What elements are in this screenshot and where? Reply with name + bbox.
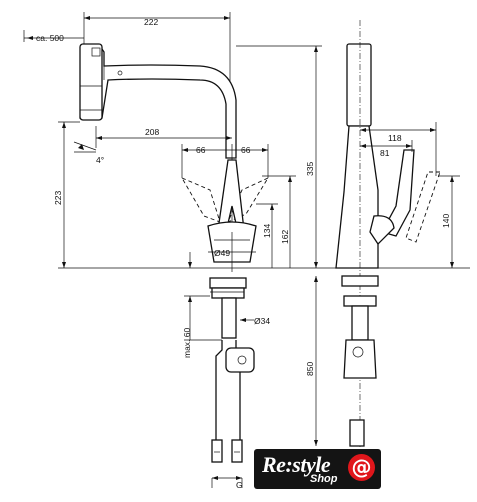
dim-d49: Ø49 (214, 248, 230, 258)
front-view: 222 ca. 500 208 4° 66 66 (23, 12, 470, 490)
logo-main-text: Re:style (262, 452, 331, 477)
dim-d34: Ø34 (254, 316, 270, 326)
dim-66-right: 66 (241, 145, 251, 155)
dim-850: 850 (305, 362, 315, 376)
dim-162: 162 (280, 230, 290, 244)
dim-g: G (236, 480, 243, 490)
dim-118: 118 (388, 133, 402, 143)
dim-222: 222 (144, 17, 158, 27)
logo-shop-text: Shop (310, 473, 338, 485)
dim-140: 140 (441, 214, 451, 228)
dim-223: 223 (53, 191, 63, 205)
restyle-shop-logo: Re:style Shop @ (254, 449, 381, 489)
side-view: 118 81 140 850 (305, 20, 460, 476)
dim-max-60: max. 60 (182, 327, 192, 358)
logo-at-icon: @ (348, 454, 375, 481)
dim-66-left: 66 (196, 145, 206, 155)
dim-81: 81 (380, 148, 390, 158)
dim-ca-500: ca. 500 (36, 33, 64, 43)
dim-335: 335 (305, 162, 315, 176)
dim-134: 134 (262, 224, 272, 238)
dim-4deg: 4° (96, 155, 104, 165)
dim-208: 208 (145, 127, 159, 137)
